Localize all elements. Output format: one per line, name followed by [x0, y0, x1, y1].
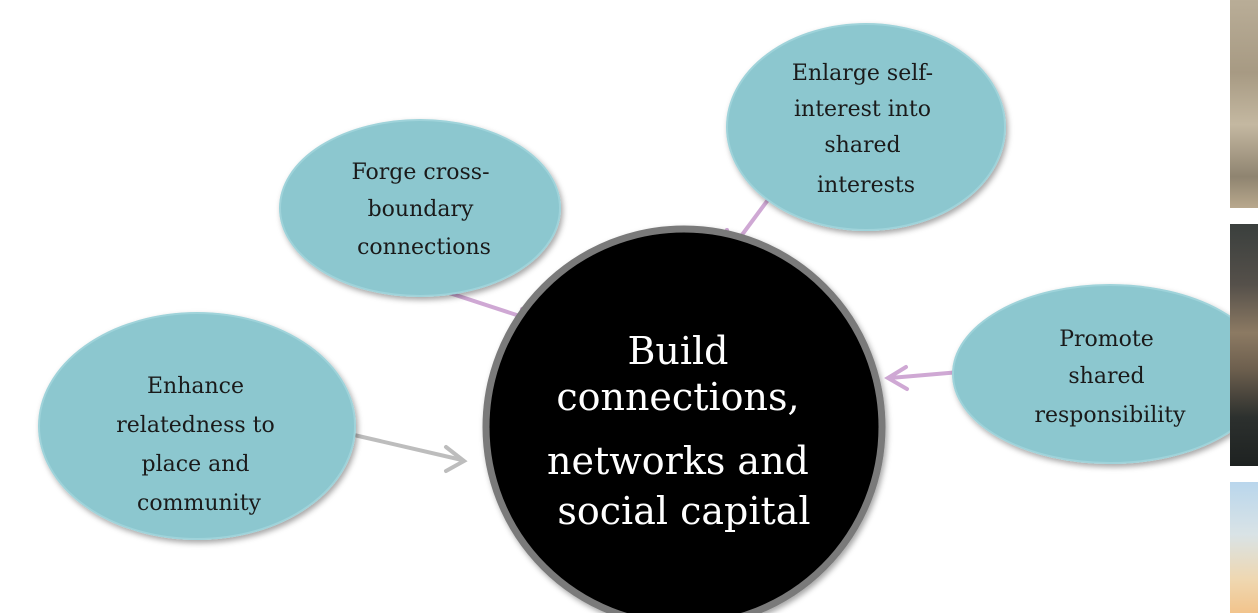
center-node-label: Build connections, networks and social c…	[547, 329, 821, 533]
tree-photo-icon	[1230, 224, 1258, 466]
node-promote-shared-responsibility: Promote shared responsibility	[952, 284, 1258, 464]
landscape-photo-icon	[1230, 0, 1258, 208]
center-line-1: Build	[627, 329, 728, 373]
promote-line-3: responsibility	[1034, 403, 1186, 428]
promote-line-1: Promote	[1059, 327, 1154, 352]
enlarge-line-2: interest into	[794, 97, 931, 122]
svg-text:Promote shared res: Promote shared responsibility	[1034, 327, 1186, 428]
node-forge-cross-boundary: Forge cross- boundary connections	[279, 119, 561, 297]
arrow-promote-to-center	[884, 365, 961, 391]
promote-line-2: shared	[1068, 364, 1144, 389]
forge-line-2: boundary	[368, 197, 474, 222]
enhance-line-1: Enhance	[147, 374, 244, 399]
center-line-2: connections,	[556, 375, 799, 419]
enhance-line-2: relatedness to	[116, 413, 274, 438]
arrow-enhance-to-center	[353, 433, 468, 473]
sky-photo-icon	[1230, 482, 1258, 613]
center-node: Build connections, networks and social c…	[482, 225, 886, 613]
svg-text:Forge cross- boundary: Forge cross- boundary connections	[351, 160, 496, 260]
enhance-line-3: place and	[142, 452, 250, 477]
enlarge-line-3: shared	[824, 133, 900, 158]
node-enlarge-self-interest: Enlarge self- interest into shared inter…	[726, 23, 1006, 231]
enhance-line-4: community	[137, 491, 262, 516]
center-line-4: social capital	[557, 489, 810, 533]
enlarge-line-4: interests	[817, 173, 915, 198]
enlarge-line-1: Enlarge self-	[792, 61, 933, 86]
forge-line-1: Forge cross-	[351, 160, 489, 185]
center-node-shape	[482, 225, 886, 613]
center-line-3: networks and	[547, 439, 809, 483]
forge-line-3: connections	[357, 235, 491, 260]
node-enhance-relatedness: Enhance relatedness to place and communi…	[38, 312, 356, 540]
svg-text:Enlarge self- interest i: Enlarge self- interest into shared inter…	[792, 61, 940, 198]
svg-text:Enhance relatedness to: Enhance relatedness to place and communi…	[116, 374, 281, 516]
